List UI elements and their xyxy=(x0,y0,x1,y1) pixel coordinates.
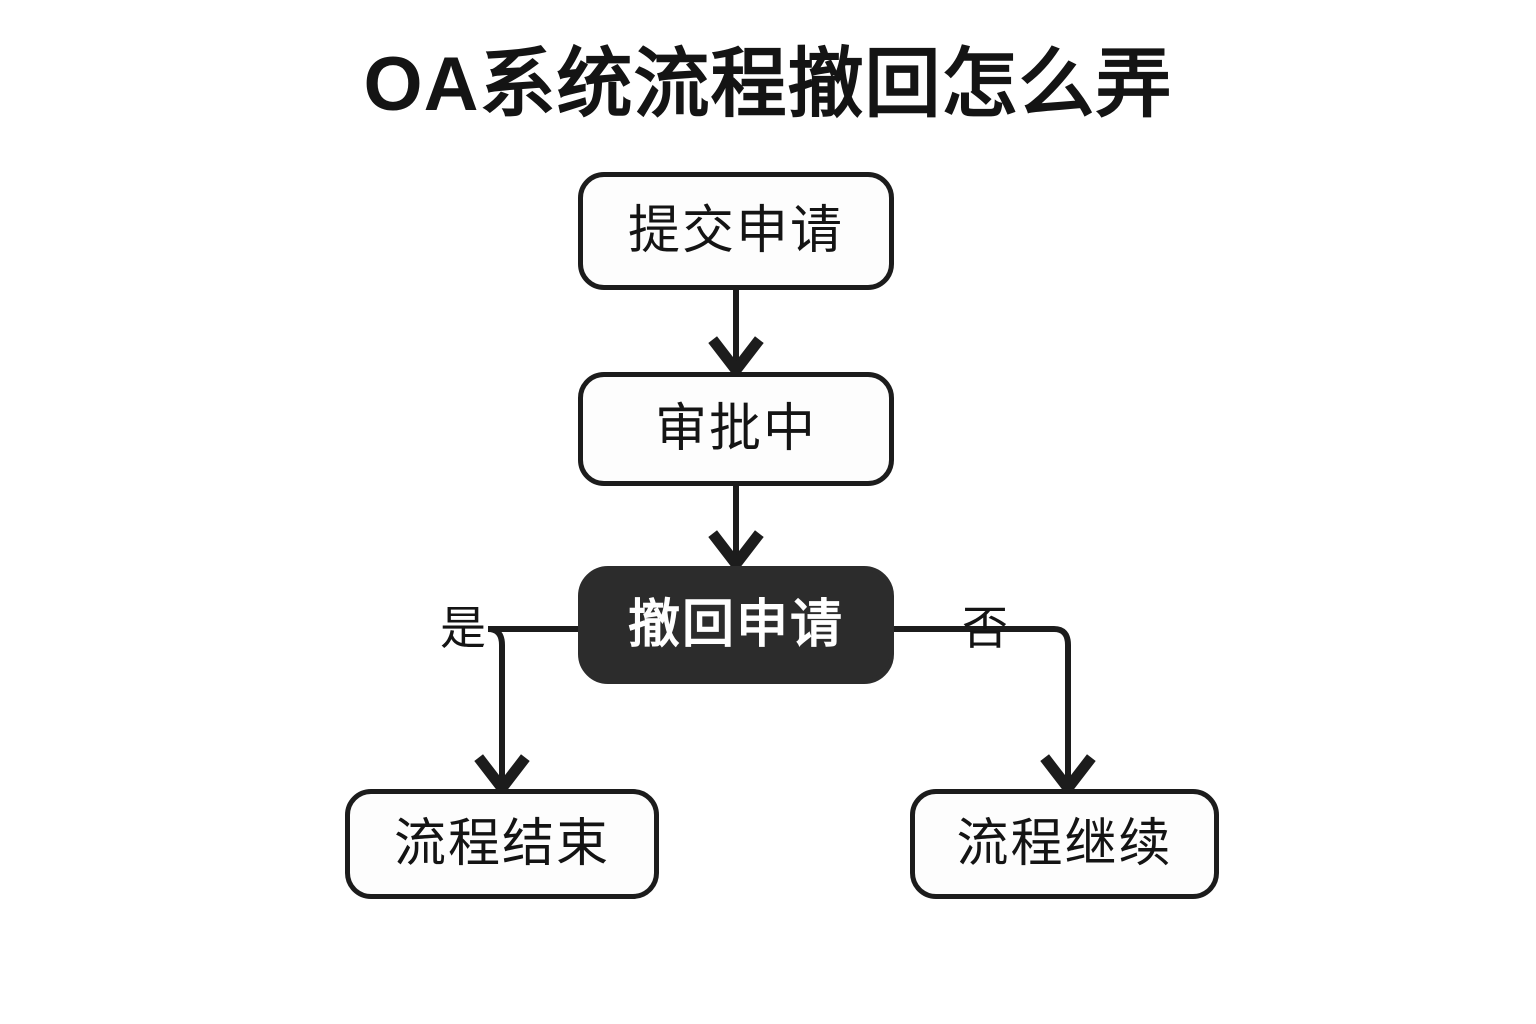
node-process-continues[interactable]: 流程继续 xyxy=(910,789,1219,899)
node-submit-application[interactable]: 提交申请 xyxy=(578,172,894,290)
edge-withdraw-to-end xyxy=(487,626,580,786)
branch-label-yes: 是 xyxy=(440,602,486,654)
arrowhead-approval xyxy=(708,336,764,380)
page-title: OA系统流程撤回怎么弄 xyxy=(363,42,1173,127)
node-under-approval[interactable]: 审批中 xyxy=(578,372,894,486)
arrowhead-withdraw xyxy=(708,530,764,574)
node-withdraw-application[interactable]: 撤回申请 xyxy=(578,566,894,684)
node-process-ended[interactable]: 流程结束 xyxy=(345,789,659,899)
arrowhead-end xyxy=(474,754,530,798)
branch-label-no: 否 xyxy=(962,602,1008,654)
arrowhead-continue xyxy=(1040,754,1096,798)
